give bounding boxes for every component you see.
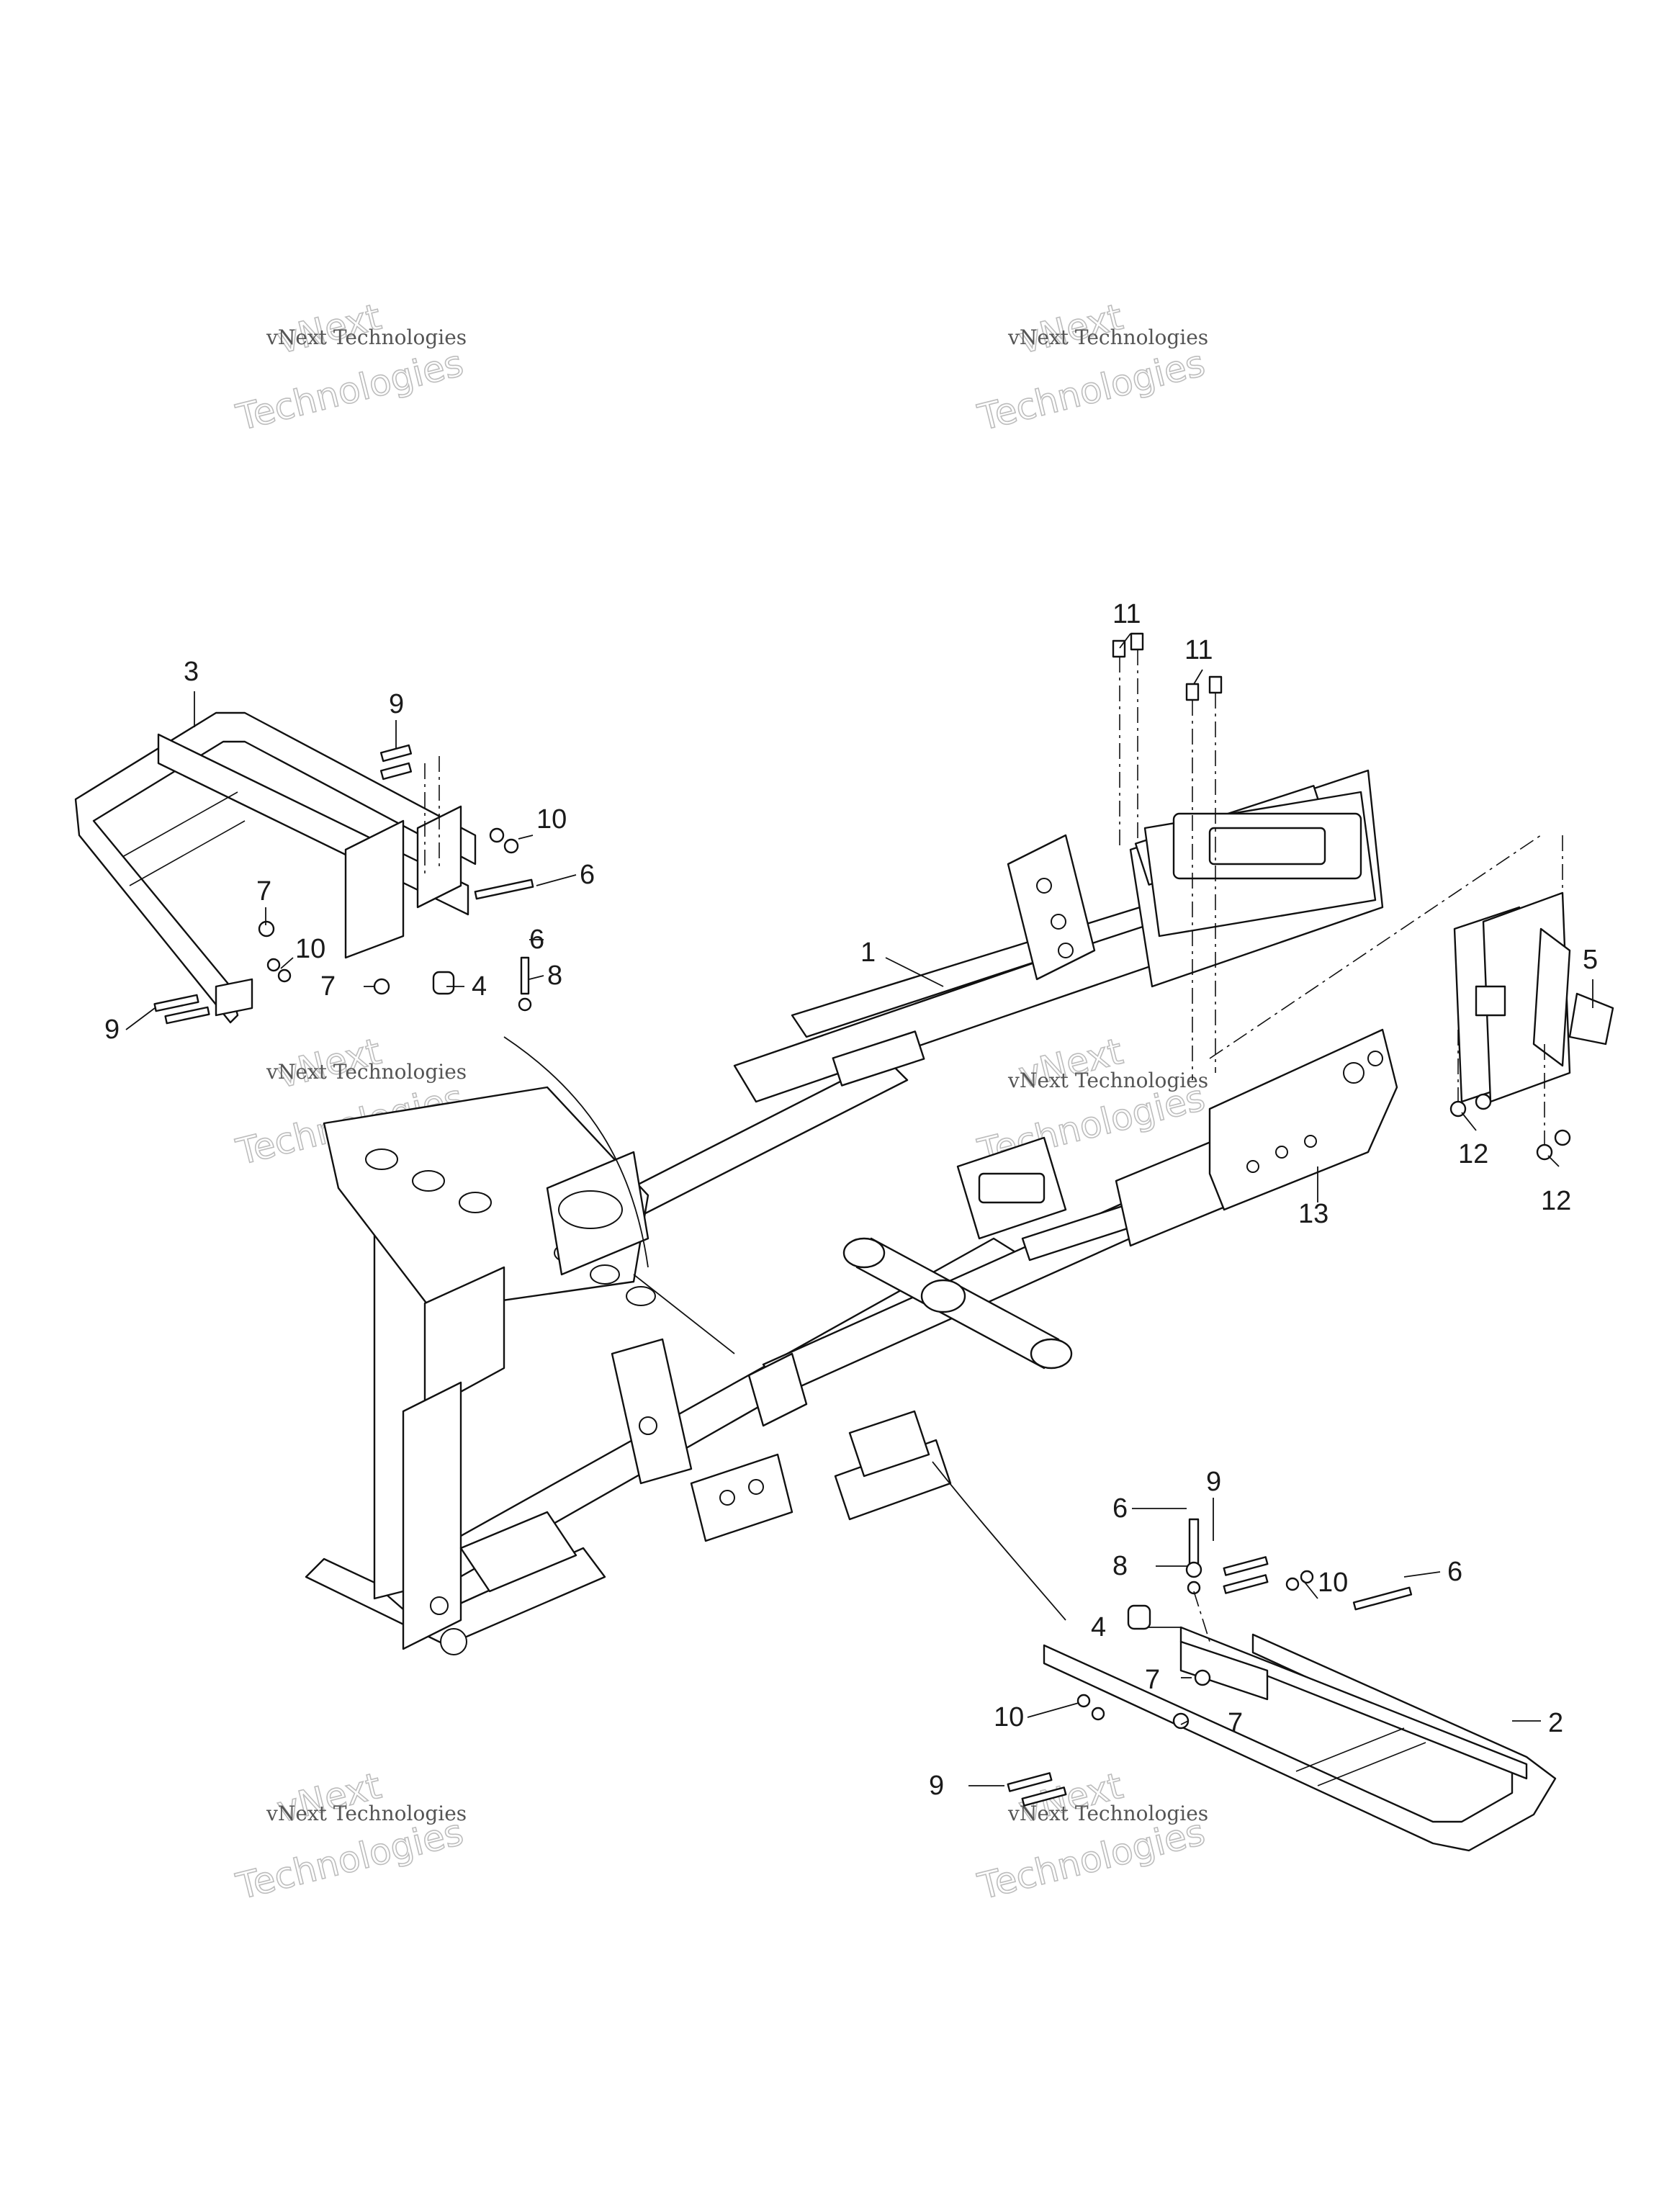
rear-rack-part-3	[74, 711, 477, 1024]
callout-10-front-lower: 10	[994, 1702, 1024, 1732]
watermark-bottom-right: vNext Technologies	[974, 1764, 1210, 1908]
bolt-11-left	[1112, 632, 1144, 850]
main-frame	[305, 769, 1384, 1655]
callout-3: 3	[184, 657, 199, 687]
callout-6-rear-upper: 6	[580, 860, 595, 890]
callout-4-rear: 4	[472, 971, 487, 1002]
callout-11-right: 11	[1184, 635, 1213, 665]
assembly-arrow-front	[932, 1461, 1066, 1621]
cross-pipe	[842, 1237, 1073, 1370]
callout-1: 1	[860, 938, 876, 968]
watermark-caption-top-left: vNext Technologies	[266, 325, 467, 349]
watermark-caption-bottom-right: vNext Technologies	[1007, 1802, 1208, 1825]
callout-12-right: 12	[1541, 1186, 1571, 1216]
callout-7-front-left: 7	[1145, 1665, 1160, 1695]
callout-13: 13	[1298, 1199, 1328, 1229]
callout-8-rear: 8	[547, 961, 562, 991]
watermark-top-left: vNext Technologies	[232, 295, 468, 439]
watermark-caption-bottom-left: vNext Technologies	[266, 1802, 467, 1825]
callout-9-rear-upper: 9	[389, 689, 404, 719]
callout-5: 5	[1583, 945, 1598, 975]
callout-2: 2	[1548, 1708, 1563, 1738]
bolt-11-right	[1185, 675, 1223, 1080]
svg-text:Technologies: Technologies	[974, 1811, 1209, 1907]
assembly-arrow-rear	[503, 1036, 649, 1268]
rear-fasteners	[153, 744, 534, 1025]
callout-7-front-right: 7	[1228, 1708, 1243, 1738]
callout-4-front: 4	[1091, 1612, 1106, 1642]
callout-9-rear-lower: 9	[104, 1015, 120, 1045]
side-bracket-part-13	[1208, 1028, 1398, 1211]
callout-10-rear-upper: 10	[536, 804, 567, 835]
callout-10-rear-lower: 10	[295, 934, 325, 964]
callout-7-rear-lower: 7	[320, 971, 336, 1002]
watermark-bottom-left: vNext Technologies	[232, 1764, 468, 1908]
svg-text:Technologies: Technologies	[232, 342, 467, 439]
callout-6-front-left: 6	[1112, 1493, 1128, 1524]
callout-9-front-lower: 9	[929, 1771, 944, 1801]
watermark-caption-top-right: vNext Technologies	[1007, 325, 1208, 349]
front-plate-part-5	[1209, 835, 1614, 1103]
footrest-part-2	[1043, 1626, 1557, 1852]
callout-6-front-right: 6	[1447, 1557, 1462, 1587]
callout-7-rear-upper: 7	[256, 876, 271, 907]
callout-11-left: 11	[1112, 599, 1141, 629]
watermark-top-right: vNext Technologies	[974, 295, 1210, 439]
callout-9-front-upper: 9	[1206, 1467, 1221, 1497]
callout-leaders	[125, 633, 1593, 1786]
callout-12-left: 12	[1458, 1139, 1488, 1169]
svg-text:Technologies: Technologies	[974, 342, 1209, 439]
callout-10-front-upper: 10	[1318, 1568, 1348, 1598]
callout-labels: 1 2 3 4 4 5 6 6 6 6 7 7 7 7 8 8 9 9 9 9 …	[104, 599, 1598, 1801]
callout-8-front: 8	[1112, 1551, 1128, 1581]
callout-6-rear-lower: 6	[529, 925, 544, 955]
watermark-caption-mid-left: vNext Technologies	[266, 1060, 467, 1084]
svg-text:Technologies: Technologies	[232, 1811, 467, 1907]
watermark-caption-mid-right: vNext Technologies	[1007, 1069, 1208, 1092]
watermark-mid-right: vNext Technologies	[974, 1030, 1210, 1174]
